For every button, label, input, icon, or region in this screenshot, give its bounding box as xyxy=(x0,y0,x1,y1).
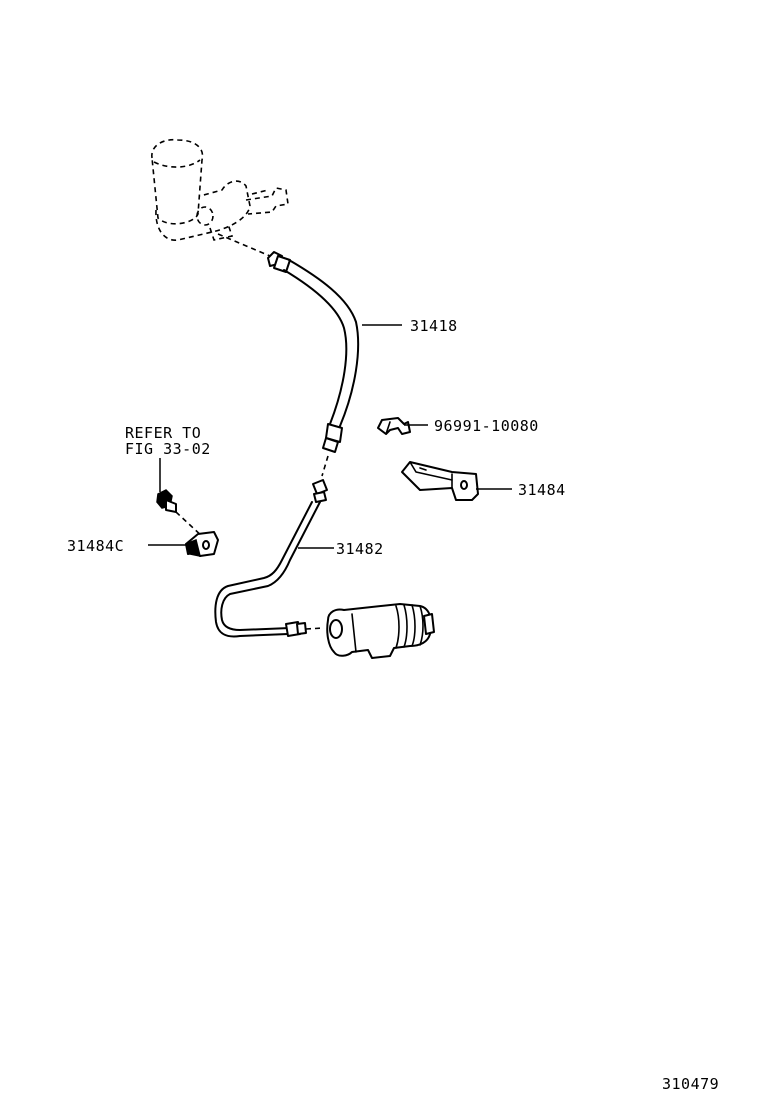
part-number-31484: 31484 xyxy=(518,481,566,499)
part-number-96991-10080: 96991-10080 xyxy=(434,417,539,435)
connection-line xyxy=(217,233,271,257)
part-number-31418: 31418 xyxy=(410,317,458,335)
part-number-31484c: 31484C xyxy=(67,537,125,555)
clutch-tube xyxy=(214,479,328,638)
figure-code: 310479 xyxy=(662,1075,720,1093)
connection-line xyxy=(321,455,329,477)
clamp-part xyxy=(156,489,219,557)
bracket-part xyxy=(401,461,479,501)
part-number-31482: 31482 xyxy=(336,540,384,558)
connection-line xyxy=(305,627,325,630)
reference-line-2: FIG 33-02 xyxy=(125,440,211,458)
reference-line-1: REFER TO xyxy=(125,424,202,442)
release-cylinder xyxy=(326,603,435,659)
clip-part xyxy=(377,417,411,435)
master-cylinder xyxy=(151,138,289,241)
clutch-hose xyxy=(267,251,360,453)
